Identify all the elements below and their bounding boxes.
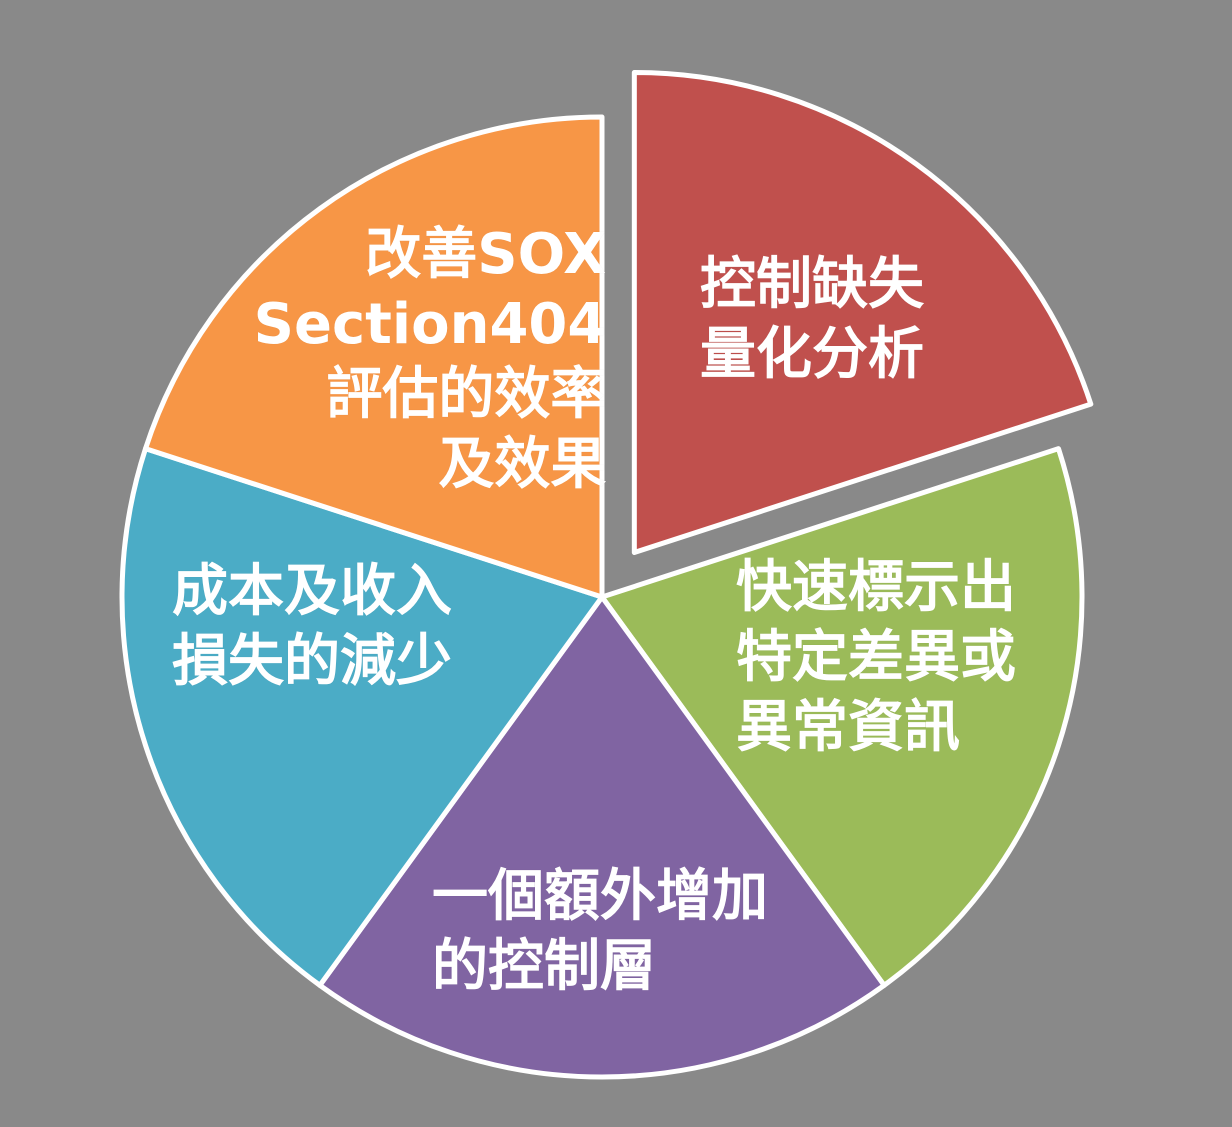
pie-slice-extra-control-layer [317, 594, 887, 1080]
pie-slice-sox-section404-improvement [142, 114, 605, 600]
pie-slice-cost-revenue-loss-reduction [119, 446, 605, 988]
pie-slice-control-deficiency-analysis [631, 70, 1094, 556]
pie-slice-rapid-flagging [599, 446, 1085, 988]
